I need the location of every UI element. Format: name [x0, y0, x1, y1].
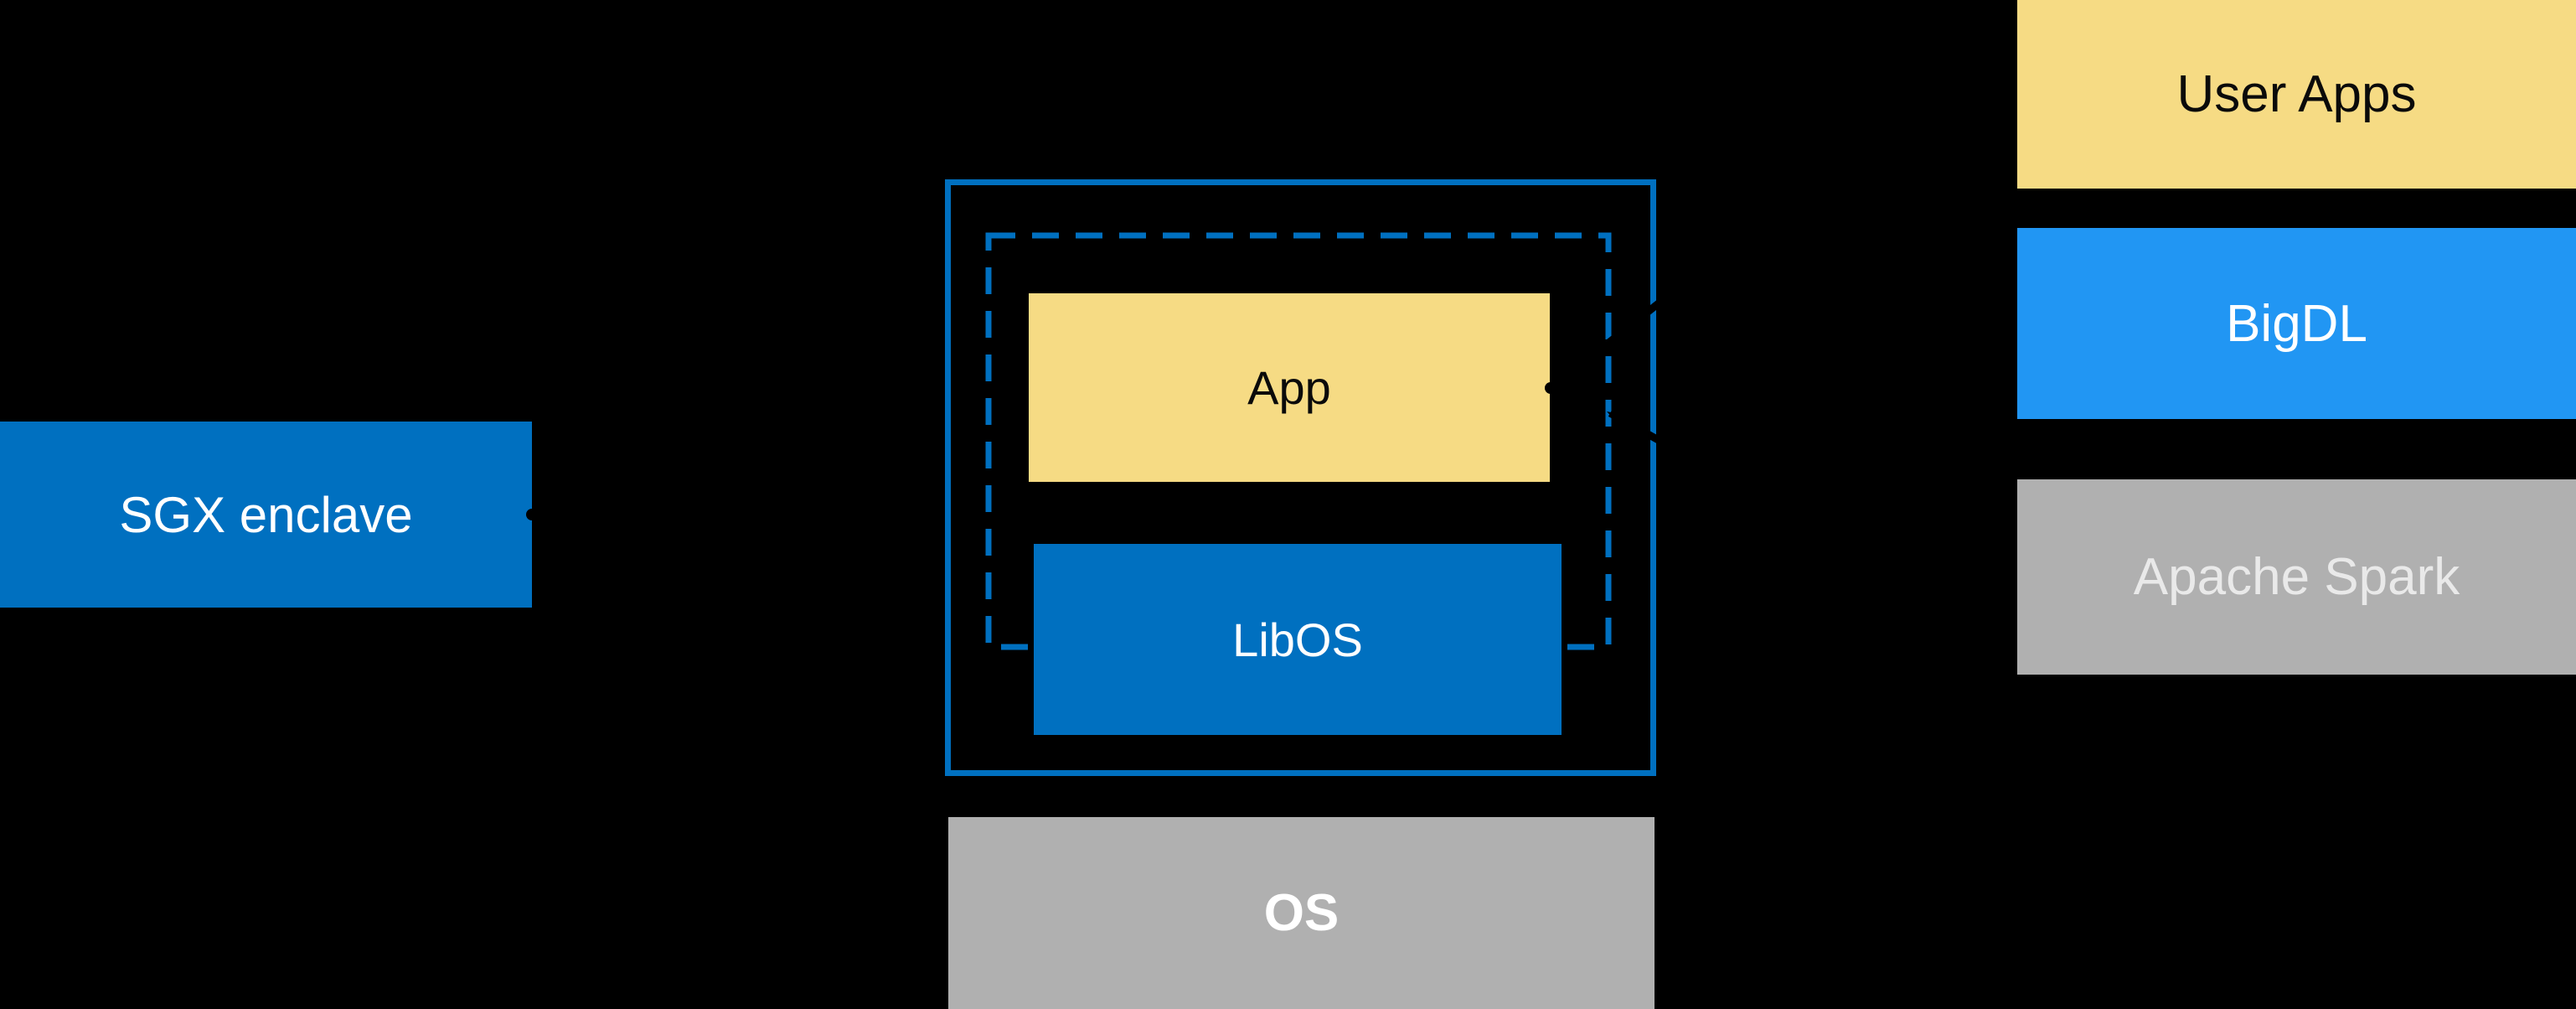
bigdl-box: BigDL	[2017, 228, 2576, 419]
sgx-enclave-box: SGX enclave	[0, 422, 532, 608]
os-label: OS	[1263, 884, 1340, 942]
enclave-outer-frame	[945, 179, 1656, 776]
sgx-enclave-label: SGX enclave	[119, 486, 413, 543]
app-box: App	[1029, 293, 1550, 482]
callout-line-to-enclave-boundary	[1608, 410, 1741, 488]
app-label: App	[1247, 361, 1331, 414]
user-apps-box: User Apps	[2017, 0, 2576, 189]
libos-label: LibOS	[1232, 613, 1363, 666]
callout-dot-on-app	[1545, 382, 1556, 394]
callout-dot-on-sgx-box	[526, 509, 538, 520]
apache-spark-label: Apache Spark	[2133, 548, 2460, 606]
callout-line-from-sgx-label	[531, 511, 939, 587]
libos-box: LibOS	[1034, 544, 1562, 735]
os-box: OS	[948, 817, 1655, 1009]
callout-line-to-app	[1550, 237, 1741, 391]
enclave-dashed-boundary	[985, 232, 1612, 650]
user-apps-label: User Apps	[2176, 65, 2417, 123]
callout-arrowhead-enclave-boundary	[1607, 411, 1628, 427]
bigdl-label: BigDL	[2226, 294, 2367, 353]
apache-spark-box: Apache Spark	[2017, 479, 2576, 675]
